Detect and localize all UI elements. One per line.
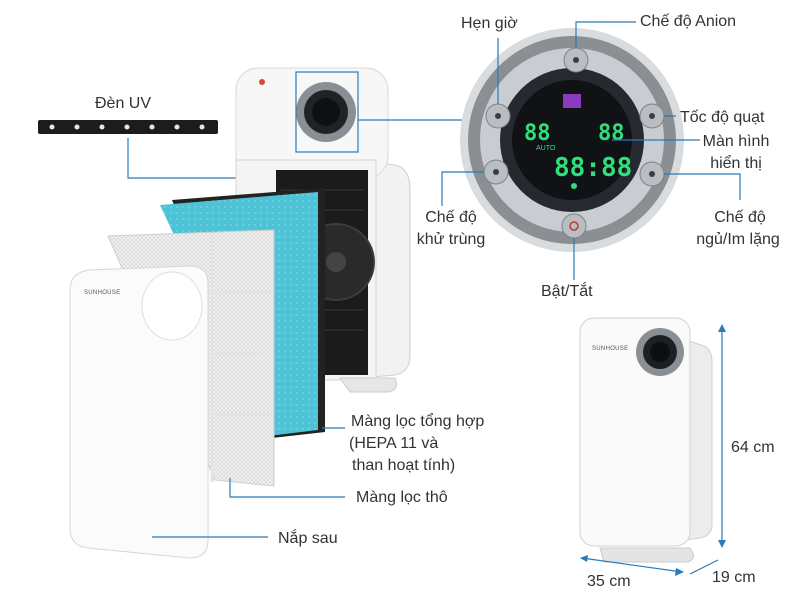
anion-icon [573,57,579,63]
label-anion-mode: Chế độ Anion [640,13,737,30]
sleep-button[interactable] [639,161,665,187]
label-disinfect-line2: khử trùng [416,231,486,248]
display-left-digits: 88 [524,121,551,146]
label-timer: Hẹn giờ [461,15,518,32]
uv-lamp-strip [38,120,218,134]
prefilter-leader [229,478,345,498]
label-sleep-line2: ngủ/Im lặng [696,231,780,248]
timer-button[interactable] [485,103,511,129]
dimension-depth: 19 cm [712,569,756,586]
display-screen: 88 88 AUTO 88:88 [524,94,632,189]
label-fan-speed: Tốc độ quạt [680,109,765,126]
dimension-width: 35 cm [587,573,631,590]
power-icon [569,221,579,231]
fan-icon [649,113,655,119]
label-display-line1: Màn hình [702,133,770,150]
thumbnail-brand: SUNHOUSE [592,346,628,352]
dimension-arrows [580,324,726,576]
panel-leaders [441,21,741,280]
label-disinfect-line1: Chế độ [425,209,477,226]
back-cover: SUNHOUSE [69,265,209,559]
control-panel-zoom: 88 88 AUTO 88:88 [460,28,684,252]
fan-speed-button[interactable] [639,103,665,129]
display-center-digits: 88:88 [554,153,632,183]
label-prefilter: Màng lọc thô [356,489,448,506]
label-uv-lamp: Đèn UV [95,95,152,112]
display-auto: AUTO [536,145,556,152]
anion-button[interactable] [563,47,589,73]
clock-icon [495,113,501,119]
disinfect-icon [493,169,499,175]
sleep-icon [649,171,655,177]
label-sleep-line1: Chế độ [714,209,766,226]
label-composite-filter-line2: (HEPA 11 và [349,435,439,452]
label-power: Bật/Tắt [541,283,593,300]
dimension-height: 64 cm [731,439,775,456]
power-button[interactable] [561,213,587,239]
label-display-line2: hiển thị [710,155,762,172]
uv-lamp-leader [127,138,260,179]
back-cover-brand: SUNHOUSE [84,290,120,296]
unit-dimension-thumbnail: SUNHOUSE [579,317,713,563]
disinfect-button[interactable] [483,159,509,185]
label-composite-filter-line1: Màng lọc tổng hợp [351,413,485,430]
display-right-digits: 88 [598,121,625,146]
label-back-cover: Nắp sau [278,530,338,547]
label-composite-filter-line3: than hoạt tính) [352,457,456,474]
